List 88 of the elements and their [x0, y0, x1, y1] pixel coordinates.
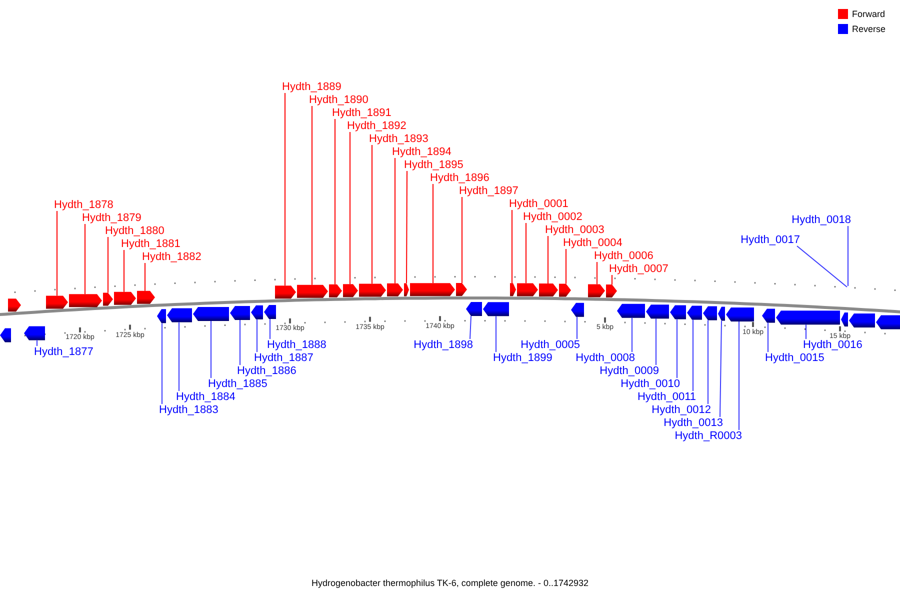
- leader-line: [256, 318, 258, 352]
- leader-line: [84, 224, 86, 295]
- gene-label: Hydth_1885: [208, 378, 268, 390]
- leader-line: [596, 262, 598, 285]
- gene-label: Hydth_0003: [545, 224, 604, 236]
- gene-label: Hydth_0008: [576, 352, 635, 364]
- gene-block: [876, 315, 900, 330]
- gene-block: [275, 286, 296, 299]
- leader-line: [676, 318, 678, 378]
- gene-block: [466, 302, 482, 316]
- gene-label: Hydth_1886: [237, 365, 296, 377]
- caption: Hydrogenobacter thermophilus TK-6, complete genome. - 0..1742932: [312, 578, 588, 588]
- gene-label: Hydth_0002: [523, 211, 582, 223]
- leader-line: [470, 316, 472, 340]
- gene-block: [264, 305, 276, 319]
- gene-label: Hydth_0011: [637, 391, 696, 403]
- gene-label: Hydth_1879: [82, 212, 142, 224]
- leader-line: [144, 262, 146, 292]
- gene-label: Hydth_0016: [803, 339, 862, 351]
- legend-label: Forward: [852, 9, 886, 19]
- gene-label: Hydth_1896: [430, 172, 490, 184]
- gene-block: [539, 284, 558, 296]
- leader-line: [738, 321, 740, 430]
- gene-label: Hydth_1887: [254, 352, 314, 364]
- leader-line: [334, 118, 336, 285]
- gene-block: [606, 284, 617, 298]
- gene-block: [571, 302, 584, 317]
- gene-label: Hydth_0010: [620, 378, 680, 390]
- gene-block: [24, 326, 45, 340]
- gene-label: Hydth_1888: [267, 339, 326, 351]
- gene-block: [359, 284, 386, 297]
- gene-block: [251, 305, 263, 320]
- gene-label: Hydth_R0003: [674, 430, 742, 442]
- gene-block: [230, 306, 250, 320]
- gene-label: Hydth_1878: [54, 199, 114, 211]
- leader-line: [178, 322, 180, 392]
- leader-line: [720, 320, 722, 418]
- gene-block: [8, 298, 21, 312]
- gene-label: Hydth_1890: [309, 94, 368, 106]
- gene-block: [343, 284, 358, 298]
- gene-label: Hydth_0001: [509, 198, 568, 210]
- gene-label: Hydth_0004: [563, 237, 622, 249]
- gene-label: Hydth_0006: [594, 250, 654, 262]
- gene-block: [670, 305, 686, 320]
- gene-label: Hydth_1897: [459, 185, 518, 197]
- leader-line: [432, 184, 434, 284]
- gene-label: Hydth_1880: [105, 225, 164, 237]
- gene-label: Hydth_0007: [609, 263, 668, 275]
- gene-label: Hydth_0018: [792, 214, 851, 226]
- gene-label: Hydth_1882: [142, 251, 202, 263]
- leader-line: [210, 320, 212, 378]
- leader-line: [796, 246, 848, 288]
- gene-label: Hydth_1889: [282, 81, 342, 93]
- gene-block: [483, 302, 509, 316]
- gene-block: [193, 307, 229, 321]
- leader-line: [406, 170, 408, 284]
- gene-block: [617, 304, 645, 318]
- gene-block: [559, 284, 571, 297]
- gene-label: Hydth_0013: [664, 417, 723, 429]
- gene-label: Hydth_1893: [369, 133, 428, 145]
- gene-block: [687, 306, 702, 320]
- gene-label: Hydth_1881: [121, 238, 180, 250]
- leader-line: [576, 316, 578, 340]
- gene-label: Hydth_0005: [520, 339, 580, 351]
- leader-line: [284, 92, 286, 286]
- gene-label: Hydth_1892: [347, 120, 406, 132]
- gene-label: Hydth_1899: [493, 352, 552, 364]
- gene-block: [137, 290, 155, 304]
- leader-line: [56, 210, 58, 296]
- gene-block: [646, 304, 669, 319]
- gene-label: Hydth_0017: [740, 234, 800, 246]
- gene-block: [0, 328, 11, 342]
- leader-line: [692, 319, 694, 392]
- gene-label: Hydth_0012: [652, 404, 711, 416]
- gene-label: Hydth_1898: [414, 339, 473, 351]
- gene-label: Hydth_0009: [600, 365, 659, 377]
- gene-block: [46, 296, 68, 309]
- legend-label: Reverse: [852, 24, 886, 34]
- gene-label: Hydth_0015: [765, 352, 824, 364]
- gene-label: Hydth_1894: [392, 146, 452, 158]
- gene-label: Hydth_1877: [34, 346, 94, 358]
- gene-label: Hydth_1883: [159, 404, 218, 416]
- leader-line: [36, 340, 38, 346]
- gene-label: Hydth_1891: [332, 107, 392, 119]
- gene-label: Hydth_1895: [404, 159, 464, 171]
- leader-line: [394, 158, 396, 284]
- gene-block: [588, 284, 605, 298]
- gene-label: Hydth_1884: [176, 391, 236, 403]
